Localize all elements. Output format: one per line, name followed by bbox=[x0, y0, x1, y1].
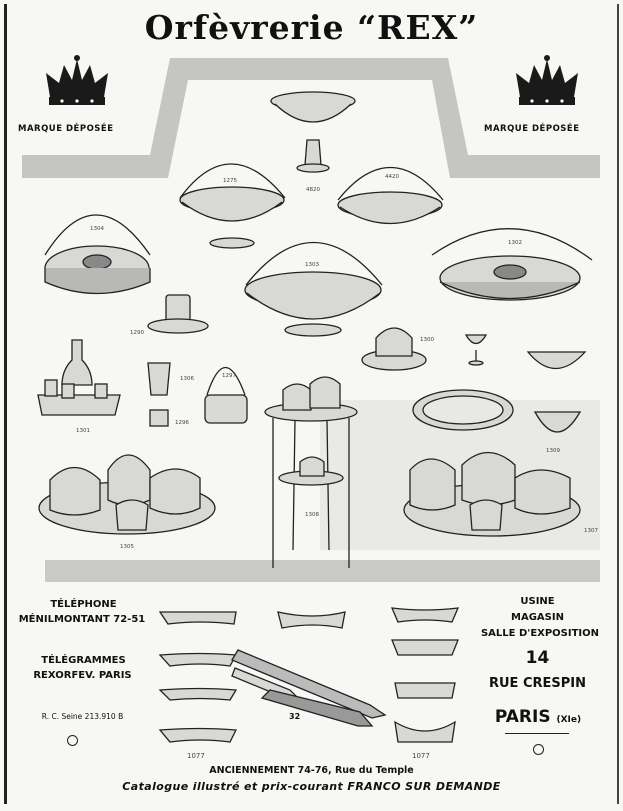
catalog-number: 4420 bbox=[385, 174, 399, 180]
oval-basket bbox=[244, 241, 383, 337]
catalog-number: 1307 bbox=[584, 528, 598, 534]
small-bowl bbox=[533, 411, 582, 433]
phone-label: TÉLÉPHONE bbox=[50, 599, 117, 610]
page-number: 32 bbox=[289, 712, 301, 721]
tea-set bbox=[403, 452, 581, 537]
city-name: PARIS bbox=[494, 707, 551, 727]
district: (XIe) bbox=[556, 715, 582, 725]
city-line: PARIS (XIe) bbox=[488, 707, 588, 727]
company-registry: R. C. Seine 213.910 B bbox=[41, 712, 124, 721]
catalog-number: 1290 bbox=[130, 330, 144, 336]
catalog-number: 1302 bbox=[508, 240, 522, 246]
egg-cup bbox=[464, 334, 488, 366]
catalog-number: 1077 bbox=[187, 752, 205, 760]
catalog-number: 1275 bbox=[223, 178, 237, 184]
trademark-label-right: MARQUE DÉPOSÉE bbox=[484, 124, 580, 134]
crown-icon bbox=[516, 55, 578, 105]
oval-dish bbox=[412, 389, 514, 431]
small-basket bbox=[204, 366, 248, 424]
serving-tray bbox=[431, 228, 593, 301]
catalog-number: 1301 bbox=[76, 428, 90, 434]
bread-basket bbox=[179, 163, 286, 249]
crown-icon bbox=[46, 55, 108, 105]
catalog-number: 1303 bbox=[305, 262, 319, 268]
street-name: RUE CRESPIN bbox=[488, 676, 586, 691]
catalog-number: 1077 bbox=[412, 752, 430, 760]
shop-label: MAGASIN bbox=[511, 612, 564, 623]
phone-number: MÉNILMONTANT 72-51 bbox=[18, 614, 146, 625]
factory-label: USINE bbox=[520, 596, 555, 607]
divider bbox=[505, 733, 569, 734]
covered-jar bbox=[147, 294, 209, 334]
liqueur-set bbox=[37, 339, 121, 416]
tea-table bbox=[264, 376, 358, 568]
tea-set bbox=[38, 454, 216, 535]
knife-rests-right bbox=[390, 607, 460, 743]
catalog-number: 1300 bbox=[420, 337, 434, 343]
catalog-number: 1308 bbox=[305, 512, 319, 518]
telegram-label: TÉLÉGRAMMES bbox=[41, 655, 126, 666]
showroom-label: SALLE D'EXPOSITION bbox=[480, 628, 600, 639]
catalog-offer: Catalogue illustré et prix-courant FRANC… bbox=[122, 780, 501, 793]
tumbler bbox=[147, 362, 171, 427]
ornament-icon bbox=[533, 744, 544, 755]
catalog-number: 1296 bbox=[175, 420, 189, 426]
catalog-number: 4820 bbox=[306, 187, 320, 193]
telegram-address: REXORFEV. PARIS bbox=[33, 670, 132, 681]
catalog-number: 1305 bbox=[120, 544, 134, 550]
serving-tray bbox=[44, 214, 151, 295]
page-title: Orfèvrerie “REX” bbox=[144, 8, 479, 47]
catalog-number: 1309 bbox=[546, 448, 560, 454]
catalog-number: 1297 bbox=[222, 373, 236, 379]
street-number: 14 bbox=[525, 648, 550, 668]
page-edge bbox=[4, 4, 619, 804]
ornament-icon bbox=[67, 735, 78, 746]
sugar-bowl bbox=[361, 327, 427, 371]
knife-rest-center bbox=[277, 611, 346, 629]
carving-set bbox=[231, 649, 387, 727]
trademark-label-left: MARQUE DÉPOSÉE bbox=[18, 124, 114, 134]
catalog-number: 1304 bbox=[90, 226, 104, 232]
knife-rests-left bbox=[158, 611, 238, 743]
footed-bowl bbox=[270, 91, 356, 173]
catalog-number: 1306 bbox=[180, 376, 194, 382]
bread-basket bbox=[337, 167, 444, 225]
former-address: ANCIENNEMENT 74-76, Rue du Temple bbox=[209, 765, 414, 776]
sauce-boat bbox=[526, 351, 587, 369]
